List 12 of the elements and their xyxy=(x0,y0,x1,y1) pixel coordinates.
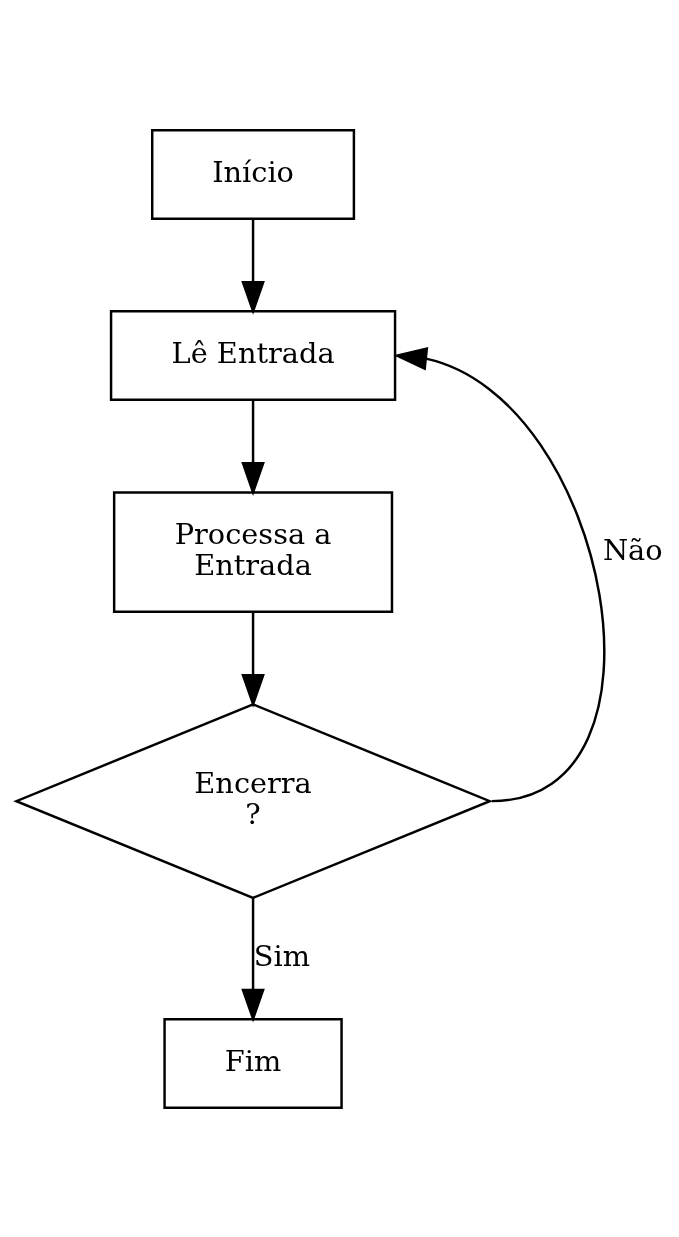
edge-label: Sim xyxy=(253,938,310,973)
edge-label: Não xyxy=(602,532,663,567)
node-box: Fim xyxy=(163,1017,343,1109)
arrow xyxy=(241,897,265,1022)
node-box: Lê Entrada xyxy=(109,309,397,401)
node-box: Processa a Entrada xyxy=(112,490,394,613)
node-box: Início xyxy=(151,128,356,220)
arrow xyxy=(393,346,606,802)
arrow xyxy=(241,218,265,315)
node-diamond: Encerra ? xyxy=(13,702,493,899)
arrow xyxy=(241,611,265,708)
arrow xyxy=(241,399,265,496)
